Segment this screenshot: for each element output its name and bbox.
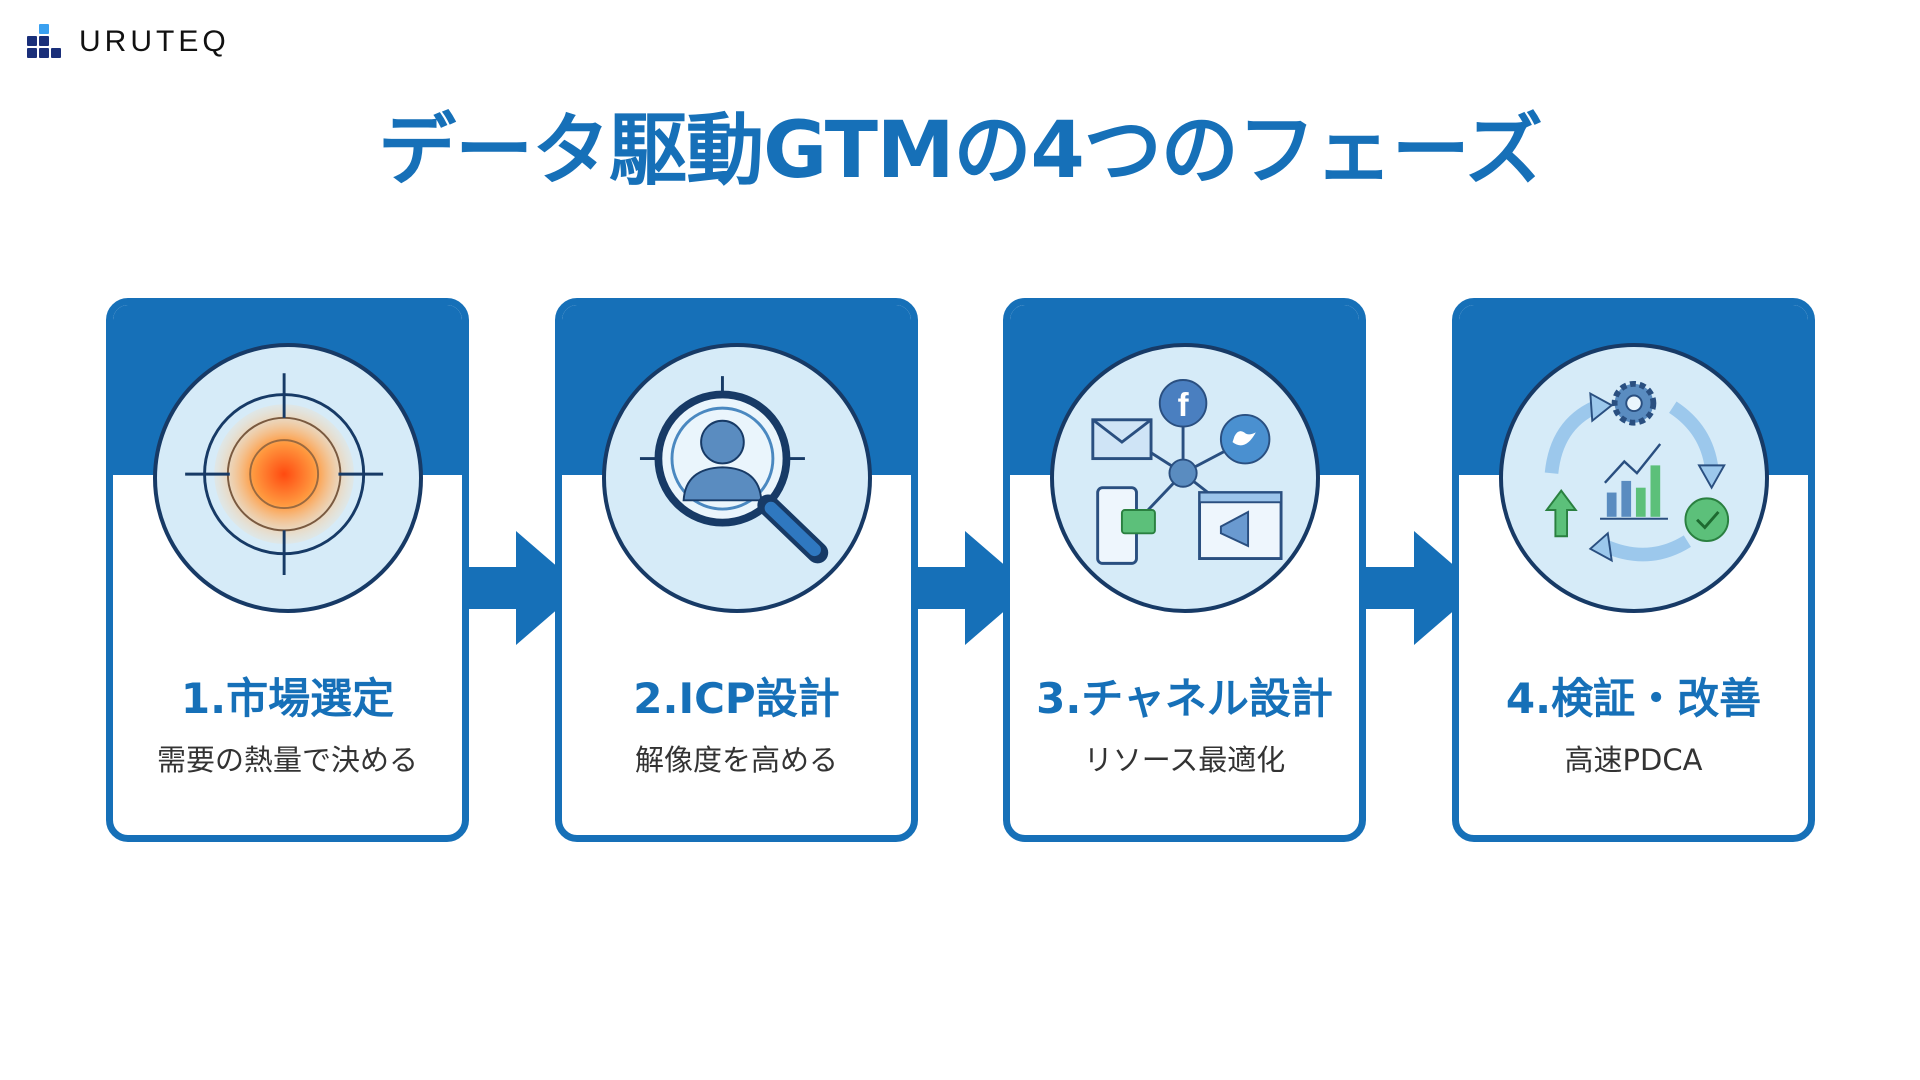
arrow-right-icon xyxy=(1364,531,1480,645)
phase-card-3: f 3.チャネル設計 リソース最適化 xyxy=(1003,298,1366,842)
arrow-right-icon xyxy=(915,531,1031,645)
phase-title: 1.市場選定 xyxy=(180,674,395,723)
arrow-right-icon xyxy=(466,531,582,645)
phase-title: 4.検証・改善 xyxy=(1505,674,1762,723)
brand-name: URUTEQ xyxy=(79,25,230,58)
phase-subtitle: 需要の熱量で決める xyxy=(156,743,418,777)
phase-title: 3.チャネル設計 xyxy=(1036,674,1333,723)
phase-title: 2.ICP設計 xyxy=(633,674,840,723)
channel-network-icon: f xyxy=(1050,343,1320,613)
phase-subtitle: 高速PDCA xyxy=(1564,743,1703,777)
target-icon xyxy=(153,343,423,613)
phase-card-1: 1.市場選定 需要の熱量で決める xyxy=(106,298,469,842)
brand-logo: URUTEQ xyxy=(27,24,230,60)
svg-text:f: f xyxy=(1178,386,1190,423)
page-title: データ駆動GTMの4つのフェーズ xyxy=(378,106,1543,196)
phase-subtitle: リソース最適化 xyxy=(1083,743,1286,777)
pdca-cycle-icon xyxy=(1499,343,1769,613)
logo-blocks-icon xyxy=(27,24,65,60)
magnifier-person-icon xyxy=(602,343,872,613)
phase-subtitle: 解像度を高める xyxy=(634,743,838,777)
phase-card-4: 4.検証・改善 高速PDCA xyxy=(1452,298,1815,842)
phase-card-2: 2.ICP設計 解像度を高める xyxy=(555,298,918,842)
